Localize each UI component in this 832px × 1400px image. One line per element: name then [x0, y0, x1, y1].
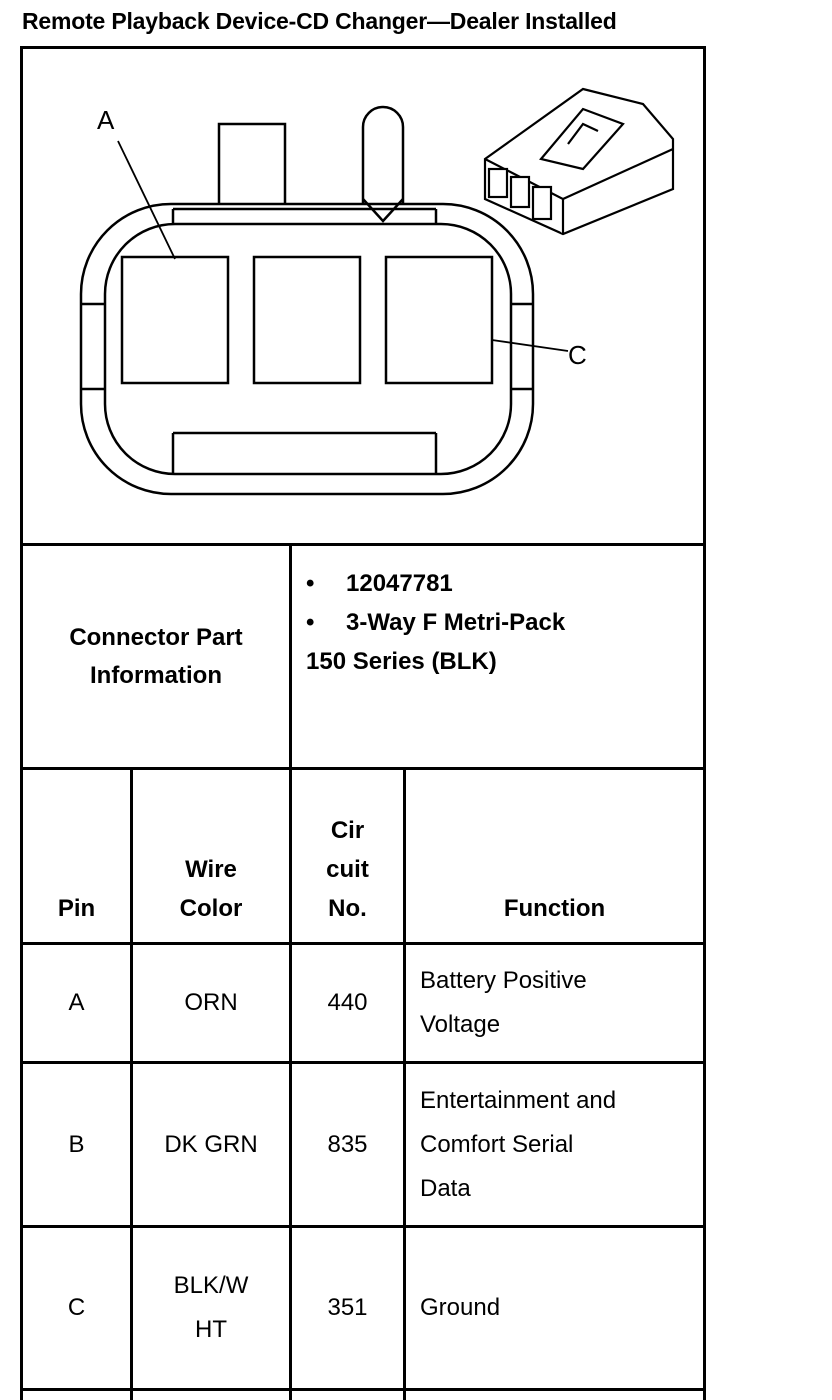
part-number: 12047781	[346, 570, 453, 597]
divider	[20, 942, 706, 945]
table-row-pin: C	[67, 1294, 86, 1321]
divider	[20, 1225, 706, 1228]
connector-face-drawing: A C	[79, 87, 675, 496]
header-function: Function	[503, 895, 606, 922]
connector-type: 3-Way F Metri-Pack	[346, 609, 566, 636]
connector-diagram: A C	[23, 49, 703, 543]
connector-series: 150 Series (BLK)	[306, 648, 497, 675]
table-row-wire-color: ORN	[184, 989, 238, 1016]
connector-type-item: • 3-Way F Metri-Pack	[306, 603, 703, 642]
table-row-circuit: 440	[327, 989, 368, 1016]
table-row-function: Entertainment and Comfort Serial Data	[420, 1086, 617, 1202]
table-row-function: Battery Positive Voltage	[420, 967, 587, 1038]
header-circuit-no: Cir cuit No.	[326, 817, 369, 922]
bullet: •	[306, 609, 315, 636]
connector-part-label: Connector Part Information	[23, 546, 289, 767]
table-row-wire-color: DK GRN	[164, 1130, 258, 1158]
table-row-function: Ground	[420, 1294, 501, 1321]
connector-table-frame	[20, 46, 706, 1400]
table-row-circuit: 835	[327, 1130, 368, 1158]
header-wire-color: Wire Color	[179, 856, 243, 922]
page-title: Remote Playback Device-CD Changer—Dealer…	[22, 8, 617, 34]
bullet: •	[306, 570, 315, 597]
divider	[130, 770, 133, 1400]
divider	[20, 543, 706, 546]
connector-part-info: • 12047781 • 3-Way F Metri-Pack 150 Seri…	[292, 546, 703, 767]
table-row-pin: B	[68, 1130, 85, 1158]
divider	[289, 546, 292, 1400]
divider	[20, 1388, 706, 1391]
table-row-pin: A	[68, 989, 85, 1016]
divider	[20, 1061, 706, 1064]
part-number-item: • 12047781	[306, 564, 703, 603]
divider	[20, 767, 706, 770]
cavity-label-c: C	[568, 340, 587, 370]
header-pin: Pin	[57, 895, 96, 922]
cavity-label-a: A	[97, 105, 115, 135]
connector-label-line: Information	[89, 661, 222, 689]
table-row-circuit: 351	[327, 1294, 368, 1321]
table-row-wire-color: BLK/W HT	[173, 1272, 249, 1343]
divider	[403, 770, 406, 1400]
connector-label-line: Connector Part	[69, 623, 243, 651]
